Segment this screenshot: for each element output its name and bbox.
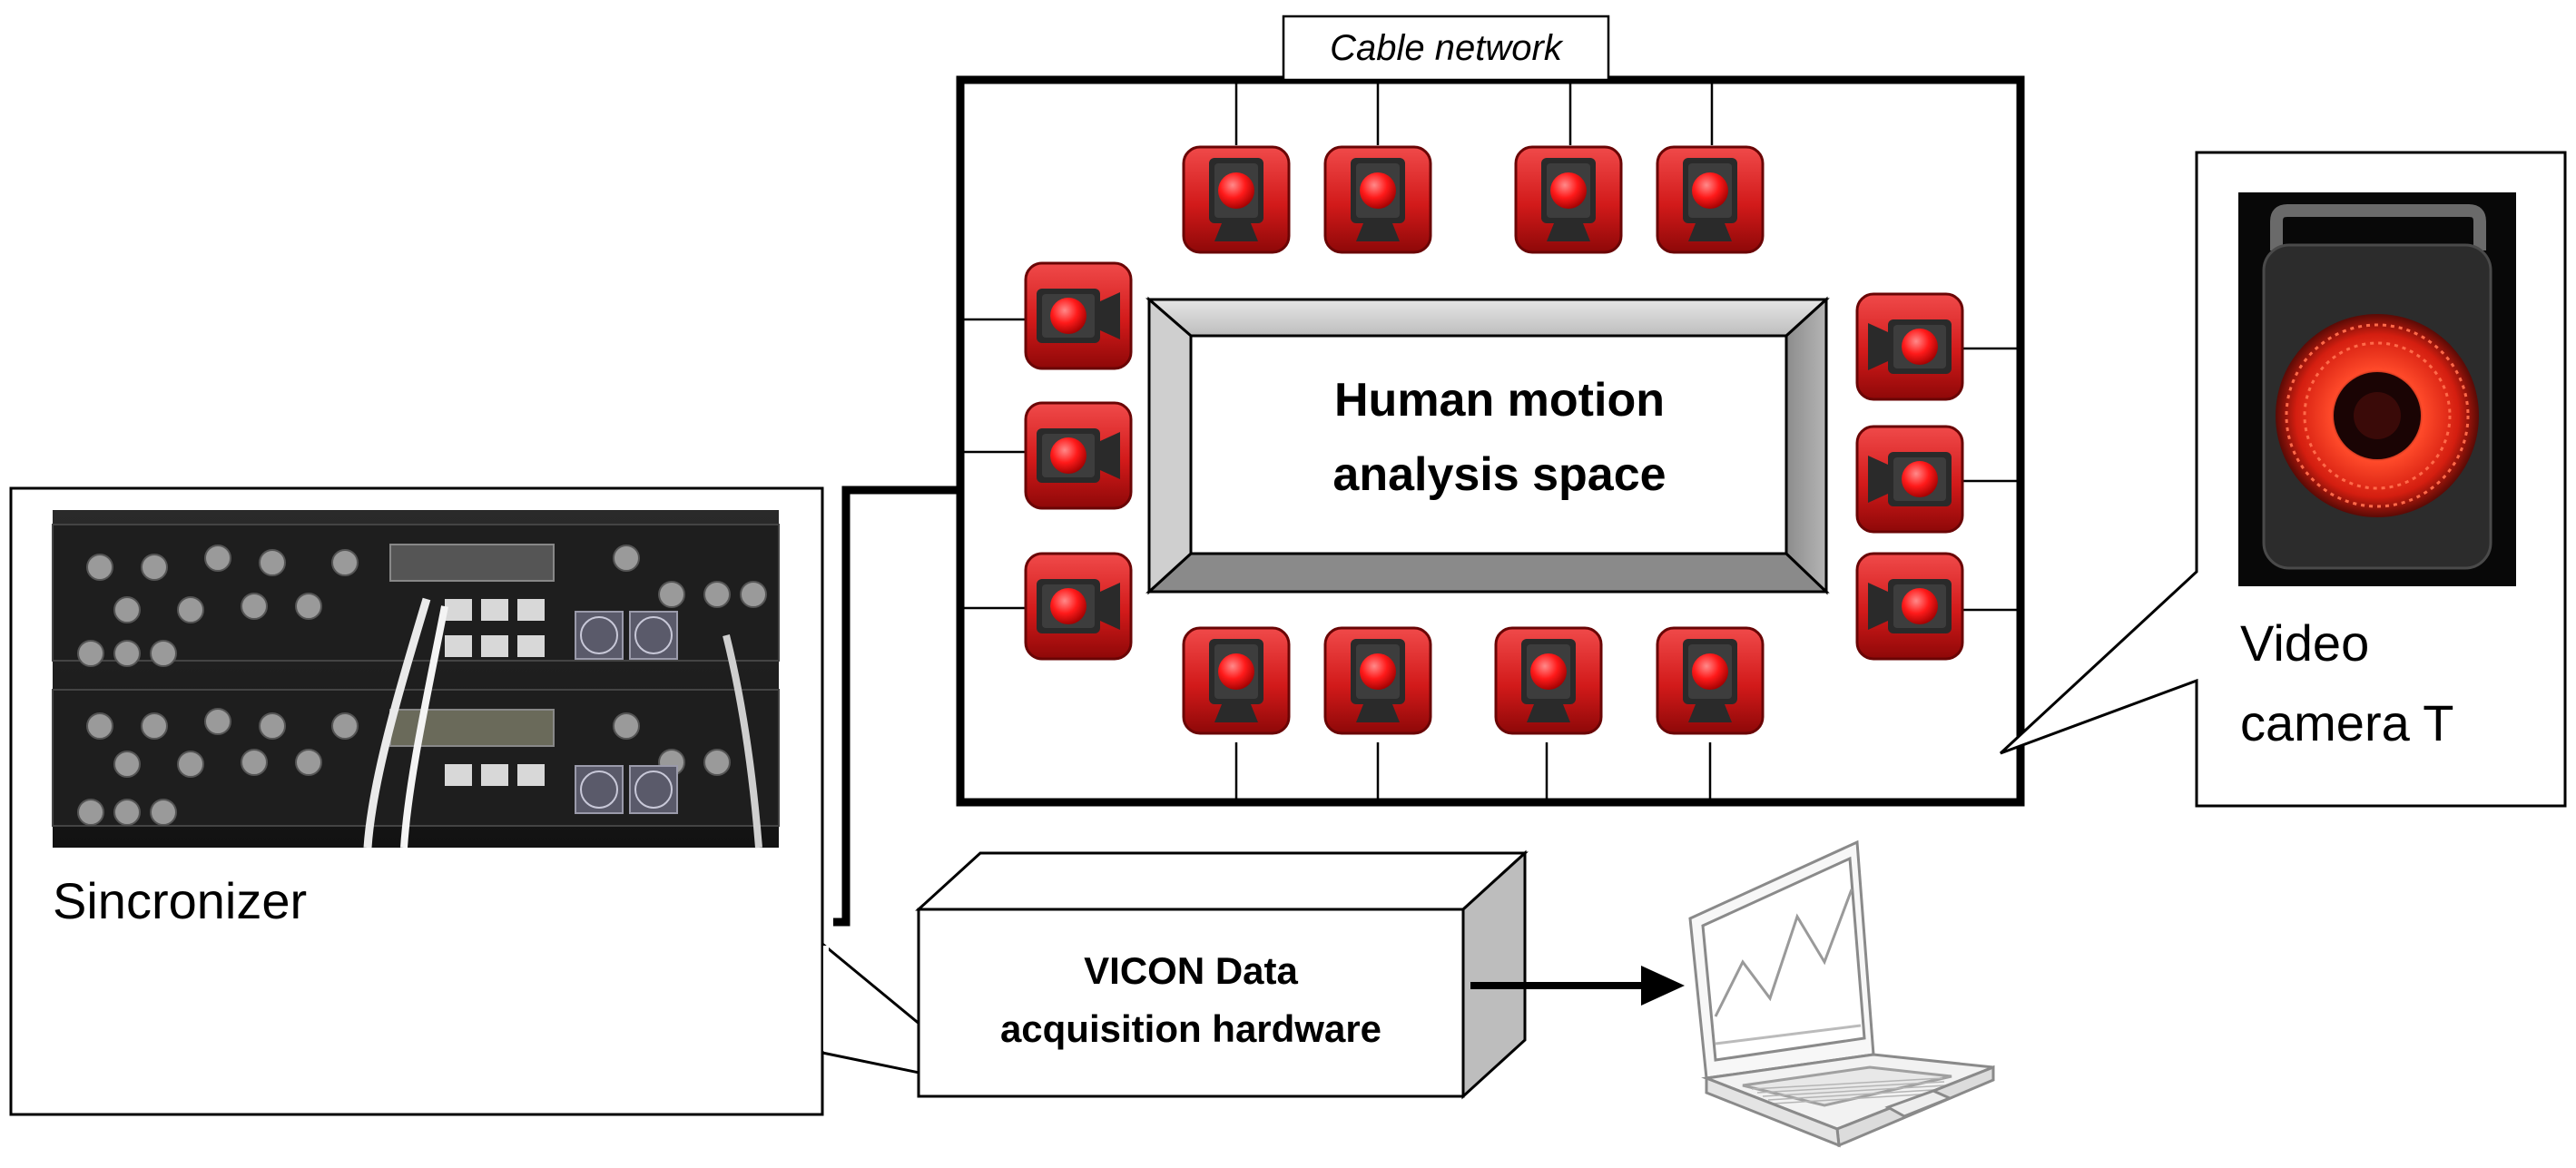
cable-network-box: Cable network [1282,15,1610,82]
camera-icon-left-3 [1024,552,1133,661]
ethernet-port-icon [445,764,472,786]
camera-icon-left-1 [1024,261,1133,370]
bnc-connector-icon [177,596,204,623]
space-label-line1: Human motion [1334,374,1665,427]
hardware-label-line1: VICON Data [1084,949,1298,992]
bnc-connector-icon [77,799,104,826]
bnc-connector-icon [150,640,177,667]
camera-icon-right-1 [1855,292,1964,401]
bnc-connector-icon [141,554,168,581]
vicon-camera-photo [2238,192,2516,586]
ethernet-port-icon [445,635,472,657]
hardware-label-line2: acquisition hardware [1000,1007,1381,1050]
vicon-hardware-box: VICON Data acquisition hardware [915,849,1529,1100]
camera-icon-bottom-3 [1494,626,1603,735]
camera-icon-left-2 [1024,401,1133,510]
camera-icon-bottom-1 [1182,626,1291,735]
camera-icon-bottom-2 [1323,626,1432,735]
space-label-line2: analysis space [1332,448,1666,501]
fan-grille-icon [580,616,618,654]
camera-icon-top-4 [1656,145,1765,254]
camera-label-line2: camera T [2240,694,2453,751]
bnc-connector-icon [740,581,767,608]
motion-analysis-space: Human motion analysis space [1145,296,1830,595]
fan-icon [629,765,678,814]
ethernet-port-icon [517,764,545,786]
keyboard-row [1751,1077,1943,1090]
keyboard-row [1767,1088,1949,1101]
bnc-connector-icon [113,596,141,623]
bnc-connector-icon [259,712,286,740]
bnc-connector-icon [331,712,359,740]
camera-icon-top-3 [1514,145,1623,254]
fan-grille-icon [634,770,673,809]
keyboard-row [1756,1081,1945,1094]
bnc-connector-icon [658,581,685,608]
fan-icon [629,611,678,660]
camera-icon-right-3 [1855,552,1964,661]
bnc-connector-icon [259,549,286,576]
bnc-connector-icon [204,708,231,735]
bnc-connector-icon [613,712,640,740]
ethernet-port-icon [445,599,472,621]
synchronizer-label: Sincronizer [53,872,307,929]
fan-icon [575,765,624,814]
bnc-connector-icon [295,749,322,776]
bnc-connector-icon [141,712,168,740]
ethernet-port-icon [517,635,545,657]
ethernet-port-icon [517,599,545,621]
bnc-connector-icon [241,593,268,620]
bnc-connector-icon [113,799,141,826]
fan-grille-icon [634,616,673,654]
bnc-connector-icon [295,593,322,620]
camera-icon-right-2 [1855,425,1964,534]
bnc-connector-icon [613,545,640,572]
synchronizer-rack-photo [52,510,780,849]
ethernet-port-icon [481,635,508,657]
camera-icon-top-2 [1323,145,1432,254]
cable-network-label: Cable network [1330,28,1564,68]
fan-grille-icon [580,770,618,809]
bnc-connector-icon [86,554,113,581]
ethernet-port-icon [481,764,508,786]
laptop-icon [1688,839,1995,1148]
bnc-connector-icon [77,640,104,667]
bnc-connector-icon [86,712,113,740]
bnc-connector-icon [703,581,731,608]
sync-cable [833,486,960,927]
fan-icon [575,611,624,660]
camera-label-line1: Video [2240,614,2369,672]
keyboard-row [1762,1085,1947,1097]
camera-icon-top-1 [1182,145,1291,254]
bnc-connector-icon [113,640,141,667]
bnc-connector-icon [703,749,731,776]
bnc-connector-icon [150,799,177,826]
bnc-connector-icon [113,751,141,778]
bnc-connector-icon [331,549,359,576]
data-flow-arrow [1470,966,1685,1006]
ethernet-port-icon [481,599,508,621]
bnc-connector-icon [204,545,231,572]
bnc-connector-icon [241,749,268,776]
bnc-connector-icon [177,751,204,778]
camera-icon-bottom-4 [1656,626,1765,735]
